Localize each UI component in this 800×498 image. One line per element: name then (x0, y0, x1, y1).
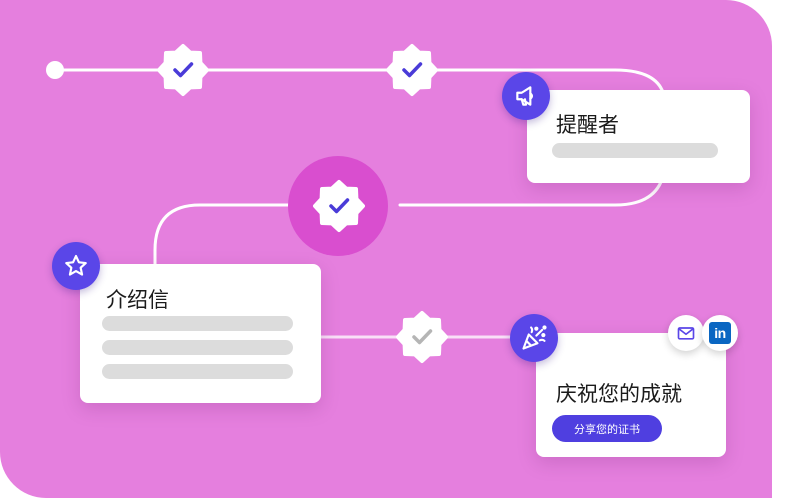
share-linkedin-button[interactable]: in (702, 315, 738, 351)
placeholder-line (102, 316, 293, 331)
check-badge-icon (157, 44, 209, 96)
celebrate-step-icon (510, 314, 558, 362)
share-mail-button[interactable] (668, 315, 704, 351)
celebrate-title: 庆祝您的成就 (556, 382, 682, 406)
intro-letter-card[interactable]: 介绍信 (80, 264, 321, 403)
check-badge-icon (386, 44, 438, 96)
share-certificate-button[interactable]: 分享您的证书 (552, 415, 662, 442)
workflow-canvas: 提醒者 介绍信 庆祝您的成就 分享您的证书 (0, 0, 772, 498)
track-segment-middle (153, 203, 342, 277)
placeholder-line (102, 364, 293, 379)
check-badge-icon (313, 180, 365, 232)
pending-check-badge-icon (396, 311, 448, 363)
track-start-dot (46, 61, 64, 79)
reminder-card[interactable]: 提醒者 (527, 90, 750, 183)
placeholder-line (552, 143, 718, 158)
reminder-step-icon (502, 72, 550, 120)
linkedin-icon: in (709, 322, 731, 344)
party-popper-icon (522, 325, 547, 350)
intro-letter-title: 介绍信 (106, 288, 169, 312)
placeholder-line (102, 340, 293, 355)
mail-icon (677, 327, 695, 340)
intro-letter-step-icon (52, 242, 100, 290)
reminder-title: 提醒者 (556, 113, 619, 137)
megaphone-icon (516, 86, 534, 106)
star-icon (65, 254, 87, 276)
